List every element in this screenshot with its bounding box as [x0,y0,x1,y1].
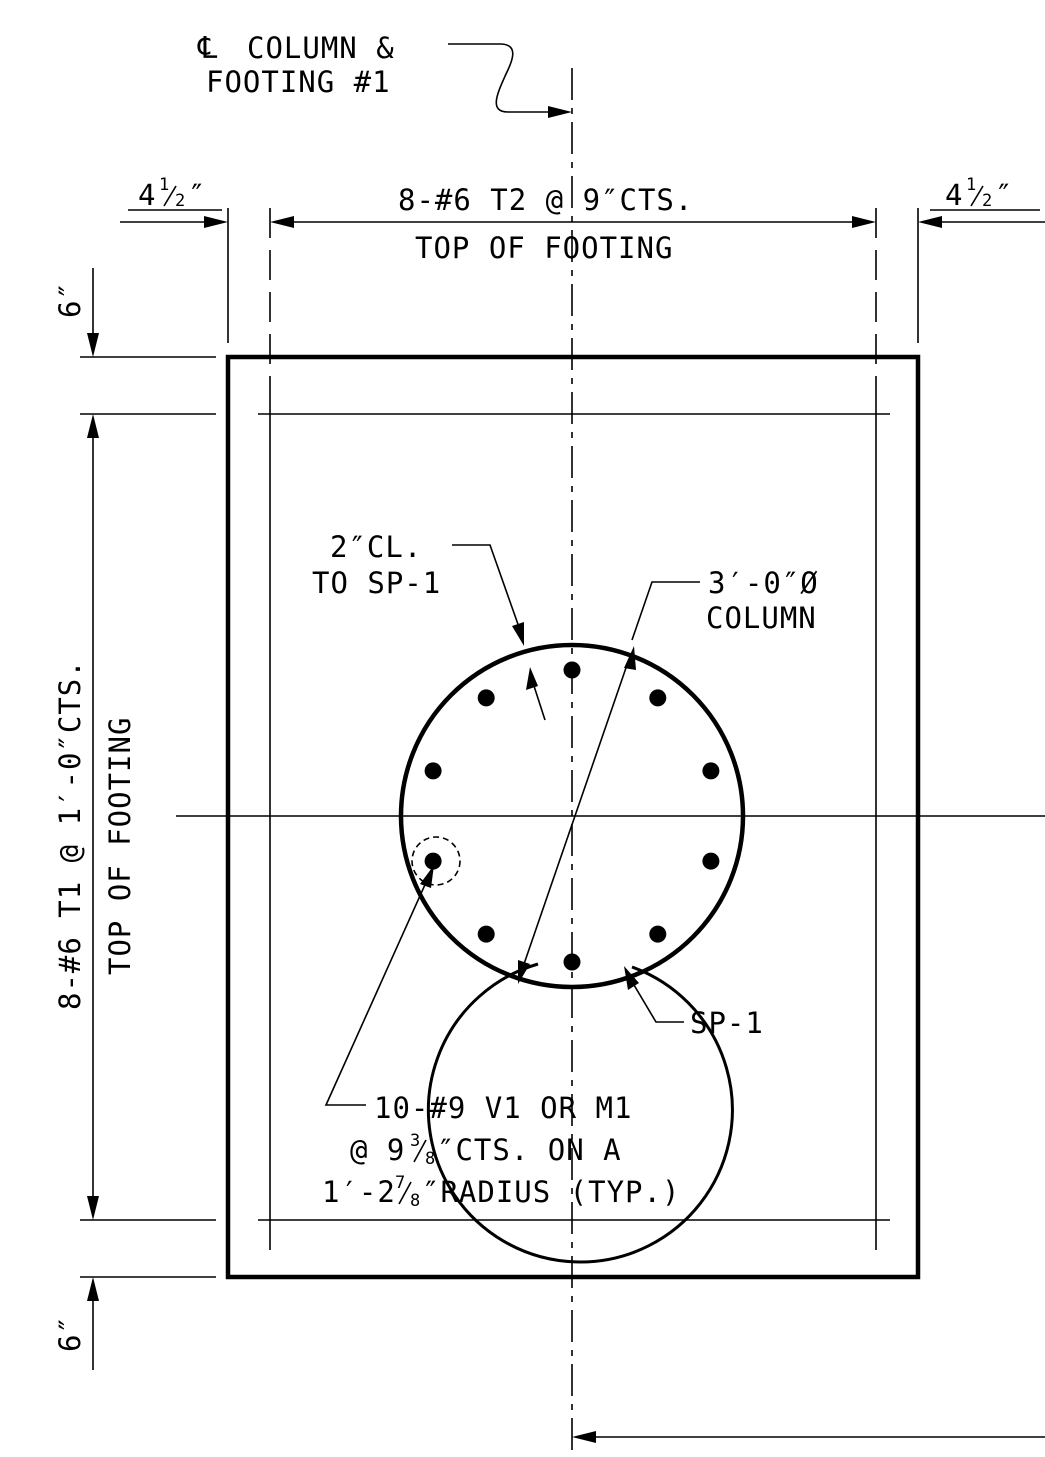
svg-text:″: ″ [995,178,1013,212]
svg-text:1′-2: 1′-2 [322,1175,396,1209]
svg-text:3: 3 [410,1131,421,1151]
svg-text:2: 2 [982,191,993,211]
dim-side-bottom-text: 6″ [53,1315,87,1352]
svg-text:2: 2 [175,191,186,211]
svg-text:1: 1 [159,175,170,195]
vertical-bar-dot [477,689,495,707]
dim-side-center-arrow-bottom [87,1196,99,1220]
vertical-bars-line3: 1′-2 7 8 ″RADIUS (TYP.) [322,1173,680,1211]
svg-text:″: ″ [188,178,206,212]
svg-text:″RADIUS (TYP.): ″RADIUS (TYP.) [422,1175,680,1209]
vertical-bars-line1: 10-#9 V1 OR M1 [374,1091,632,1125]
column-label-line2: COLUMN [706,601,817,635]
centerline-label-line1: COLUMN & [247,31,395,65]
spiral-label: SP-1 [690,1006,764,1040]
column-label-line1: 3′-0″Ø [708,566,819,600]
dim-side-top-text: 6″ [53,281,87,318]
vertical-bar-dot [702,762,720,780]
dim-side-top-arrow [87,333,99,357]
vertical-bar-dot [424,852,442,870]
dim-side-center-arrow-top [87,414,99,438]
clear-cover-dim-arrow [526,667,538,690]
dim-top-left-text: 4 1 2 ″ [138,175,206,212]
dim-side-bottom-arrow [87,1277,99,1301]
centerline-symbol: ℄ [197,31,218,66]
top-bar-callout: 8-#6 T2 @ 9″CTS. [398,183,693,217]
top-bar-location: TOP OF FOOTING [415,231,673,265]
vertical-bar-dot [477,925,495,943]
vertical-bar-dot [649,925,667,943]
vertical-bar-dot [424,762,442,780]
clear-cover-leader-arrow [512,622,524,646]
dim-top-center-arrow-right [852,216,876,228]
vertical-bar-dot [649,689,667,707]
vertical-bars-line2: @ 9 3 8 ″CTS. ON A [350,1131,622,1169]
svg-text:8: 8 [410,1191,421,1211]
clear-cover-dim [533,685,546,721]
centerline-leader [448,43,552,113]
svg-text:4: 4 [138,178,156,212]
svg-text:8: 8 [425,1149,436,1169]
vertical-bar-dot [563,661,581,679]
column-diameter-line [523,661,629,965]
bottom-dim-arrow [572,1431,596,1443]
svg-text:1: 1 [966,175,977,195]
svg-text:7: 7 [395,1173,406,1193]
clear-cover-line1: 2″CL. [330,530,422,564]
svg-text:4: 4 [945,178,963,212]
spiral-leader [633,984,684,1023]
clear-cover-leader [452,544,521,631]
spiral-sp1 [426,962,734,1264]
column-diameter-arrow-top [624,646,636,670]
dim-top-right-arrow [918,216,942,228]
clear-cover-line2: TO SP-1 [312,566,441,600]
side-bar-callout: 8-#6 T1 @ 1′-0″CTS. [53,659,87,1010]
vertical-bar-dot [563,953,581,971]
column-diameter-leader [631,581,700,641]
centerline-label-line2: FOOTING #1 [206,65,391,99]
dim-top-right-text: 4 1 2 ″ [945,175,1013,212]
dim-top-center-arrow-left [270,216,294,228]
svg-text:″CTS. ON A: ″CTS. ON A [437,1133,622,1167]
vertical-bars-leader [324,877,429,1106]
footing-outline [225,354,921,1280]
column-outline [398,642,746,990]
vertical-bar-dot [702,852,720,870]
vertical-bars [424,661,720,971]
side-bar-location: TOP OF FOOTING [103,717,137,975]
svg-text:@ 9: @ 9 [350,1133,405,1167]
column-diameter-arrow-bottom [518,960,530,984]
centerline-leader-arrow [548,106,572,118]
spiral-leader-arrow [624,966,639,990]
dim-top-left-arrow [204,216,228,228]
vertical-bars-leader-arrow [420,865,434,888]
typical-bar-highlight [411,836,461,886]
